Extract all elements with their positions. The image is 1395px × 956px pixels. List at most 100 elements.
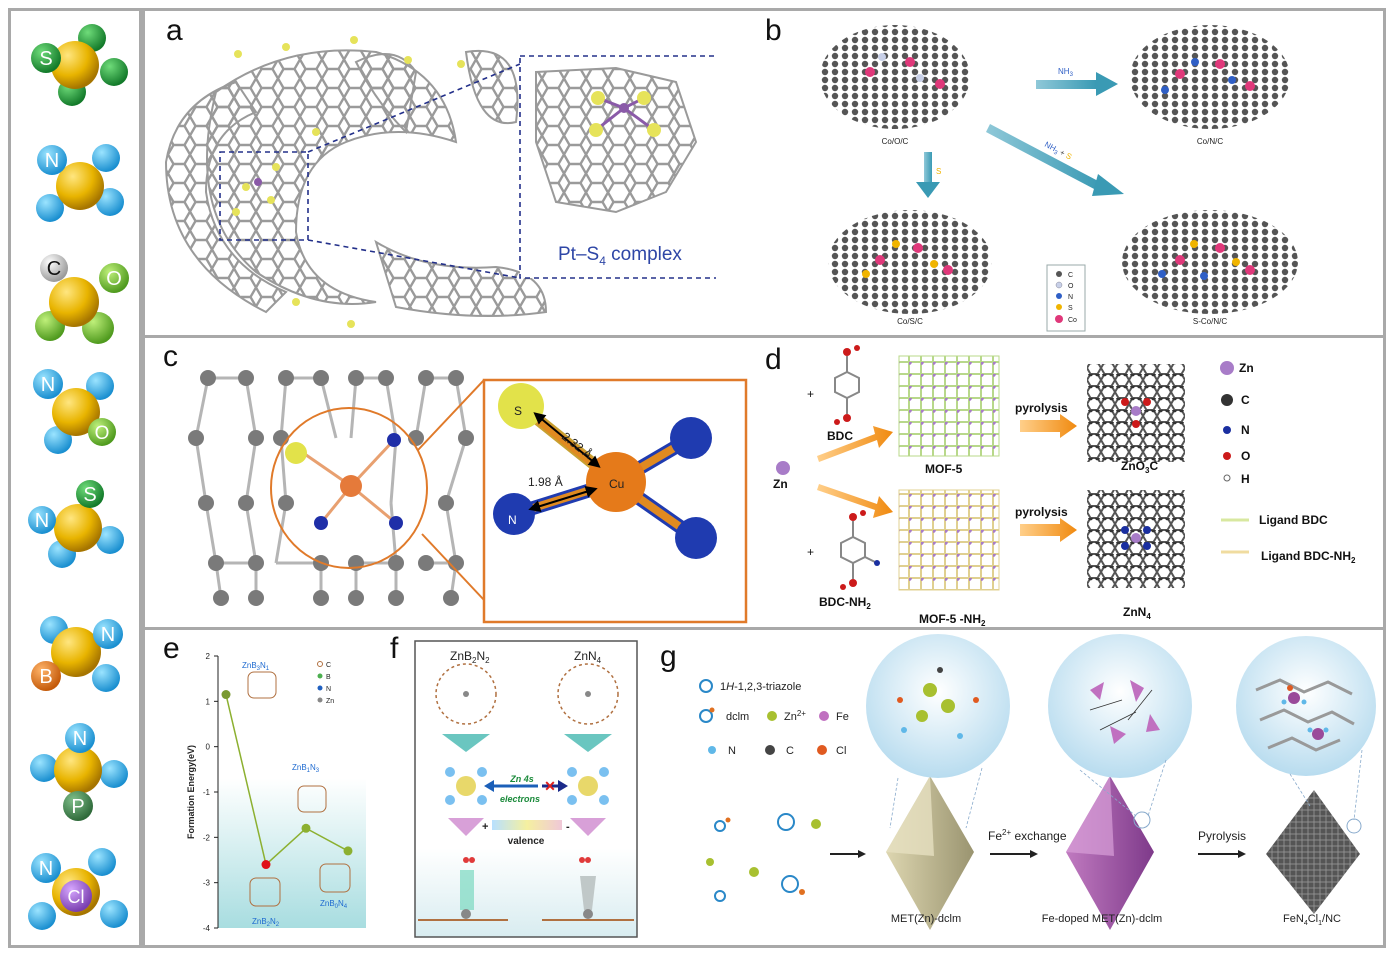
arrow-s: S xyxy=(916,152,941,198)
pt-s4-caption: Pt–S4 complex xyxy=(558,244,682,268)
panel-a-structure: Pt–S4 complex xyxy=(164,36,716,328)
svg-text:Zn2+: Zn2+ xyxy=(784,709,806,723)
svg-text:N: N xyxy=(508,513,517,527)
svg-text:ZnO3C: ZnO3C xyxy=(1121,459,1158,475)
svg-text:+: + xyxy=(807,545,814,559)
svg-text:Cu: Cu xyxy=(609,477,624,491)
svg-text:C: C xyxy=(786,745,794,757)
svg-text:Fe-doped MET(Zn)-dclm: Fe-doped MET(Zn)-dclm xyxy=(1042,913,1162,925)
data-point-znb0n4 xyxy=(343,846,353,856)
svg-text:Co/S/C: Co/S/C xyxy=(897,317,923,326)
svg-text:Ligand BDC-NH2: Ligand BDC-NH2 xyxy=(1261,549,1356,565)
svg-text:valence: valence xyxy=(508,836,545,847)
svg-text:C: C xyxy=(47,258,61,280)
svg-text:Zn: Zn xyxy=(773,477,788,491)
svg-text:S: S xyxy=(936,167,941,176)
svg-text:Ligand BDC: Ligand BDC xyxy=(1259,513,1328,527)
adsorbate-left xyxy=(460,857,475,919)
svg-text:N: N xyxy=(39,858,53,880)
panel-d-diagram: Zn + + BDC BDC-NH2 MOF-5 MOF-5 -NH2 pyro… xyxy=(773,345,1356,628)
label-znb3n1: ZnB3N1 xyxy=(242,661,270,672)
motif-n-p: N P xyxy=(30,723,128,821)
svg-text:Cl: Cl xyxy=(68,887,85,907)
y-tick-label: 2 xyxy=(206,652,211,661)
data-point-znb2n2 xyxy=(261,860,271,870)
panel-g-legend: 1H-1,2,3-triazole dclm Zn2+ Fe N C Cl xyxy=(699,679,849,757)
svg-text:Zn 4s: Zn 4s xyxy=(509,774,534,784)
svg-text:Fe2+ exchange: Fe2+ exchange xyxy=(988,828,1067,843)
sheet-co-o-c: Co/O/C xyxy=(820,25,970,146)
panel-d-legend: Zn C N O H Ligand BDC Ligand BDC-NH2 xyxy=(1220,361,1356,565)
svg-text:O: O xyxy=(1241,449,1250,463)
svg-text:N: N xyxy=(35,510,49,532)
svg-text:S-Co/N/C: S-Co/N/C xyxy=(1193,317,1227,326)
svg-text:N: N xyxy=(101,624,115,646)
svg-text:C: C xyxy=(326,662,331,669)
sheet-co-n-c: Co/N/C xyxy=(1130,25,1290,146)
svg-text:MOF-5 -NH2: MOF-5 -NH2 xyxy=(919,612,986,628)
svg-text:N: N xyxy=(1241,423,1250,437)
data-point-znb3n1 xyxy=(221,690,231,700)
y-axis-label: Formation Energy(eV) xyxy=(186,745,196,839)
plot-area xyxy=(218,656,366,928)
svg-text:1H-1,2,3-triazole: 1H-1,2,3-triazole xyxy=(720,681,801,693)
y-tick-label: -3 xyxy=(203,879,211,888)
label-znb2n2: ZnB2N2 xyxy=(252,917,280,928)
svg-text:Zn: Zn xyxy=(1239,361,1254,375)
svg-text:Pyrolysis: Pyrolysis xyxy=(1198,829,1246,843)
panel-e-f-g-frame xyxy=(142,627,1386,948)
cu-complex: S Cu N 2.32 Å 1.98 Å xyxy=(493,383,717,559)
motif-b-n: N B xyxy=(31,616,123,692)
svg-text:FeN4Cl1/NC: FeN4Cl1/NC xyxy=(1283,913,1341,927)
svg-text:S: S xyxy=(514,404,522,418)
svg-text:dclm: dclm xyxy=(726,711,749,723)
svg-text:NH3 + S: NH3 + S xyxy=(1042,140,1073,164)
panel-b-legend: C O N S Co xyxy=(1046,264,1086,332)
data-point-znb1n3 xyxy=(301,823,311,833)
sheet-co-s-c: Co/S/C xyxy=(828,210,992,326)
svg-text:pyrolysis: pyrolysis xyxy=(1015,401,1068,415)
svg-text:C: C xyxy=(1068,272,1073,279)
label-znb1n3: ZnB1N3 xyxy=(292,763,320,774)
series-segment xyxy=(305,827,349,852)
svg-text:Zn: Zn xyxy=(326,698,334,705)
y-tick-label: -2 xyxy=(203,833,211,842)
y-tick-label: 0 xyxy=(206,743,211,752)
panel-g-diagram: 1H-1,2,3-triazole dclm Zn2+ Fe N C Cl ME… xyxy=(699,634,1376,930)
y-tick-label: -4 xyxy=(203,924,211,933)
panel-c-diagram: S Cu N 2.32 Å 1.98 Å xyxy=(188,370,748,624)
adsorbate-right xyxy=(579,857,596,919)
motif-c-o: C O xyxy=(35,254,129,344)
svg-text:O: O xyxy=(106,268,122,290)
svg-text:1.98 Å: 1.98 Å xyxy=(528,474,563,489)
series-segment xyxy=(265,827,307,866)
svg-text:H: H xyxy=(1241,472,1250,486)
sidebar-motifs: S N C O N O S N xyxy=(28,24,129,930)
svg-text:electrons: electrons xyxy=(500,794,540,804)
panel-f-diagram: ZnB2N2 ZnN4 ✕ Zn 4s electrons + - valenc… xyxy=(414,640,638,938)
svg-text:S: S xyxy=(83,484,96,506)
svg-text:S: S xyxy=(1068,305,1073,312)
arrow-nh3: NH3 xyxy=(1036,67,1118,96)
svg-text:N: N xyxy=(326,686,331,693)
panel-d-label: d xyxy=(765,343,782,376)
motif-s: S xyxy=(31,24,128,106)
svg-text:B: B xyxy=(39,666,52,688)
sidebar-frame xyxy=(8,8,142,948)
arrow-nh3-s: NH3 + S xyxy=(986,124,1124,196)
precursor-molecules xyxy=(706,813,821,902)
svg-text:Co/O/C: Co/O/C xyxy=(882,137,909,146)
svg-text:O: O xyxy=(95,423,110,444)
motif-n-o: N O xyxy=(33,369,116,454)
svg-text:C: C xyxy=(1241,393,1250,407)
panel-f-label: f xyxy=(390,632,399,665)
panel-e-chart: 210-1-2-3-4 Formation Energy(eV) C B N Z… xyxy=(186,652,366,933)
motif-n-s: S N xyxy=(28,480,124,568)
panel-a-label: a xyxy=(166,14,183,47)
svg-text:Cl: Cl xyxy=(836,745,846,757)
svg-text:ZnN4: ZnN4 xyxy=(574,649,602,665)
svg-text:MET(Zn)-dclm: MET(Zn)-dclm xyxy=(891,913,961,925)
svg-text:N: N xyxy=(45,150,59,172)
label-znb0n4: ZnB0N4 xyxy=(320,899,348,910)
series-segment xyxy=(225,694,267,865)
